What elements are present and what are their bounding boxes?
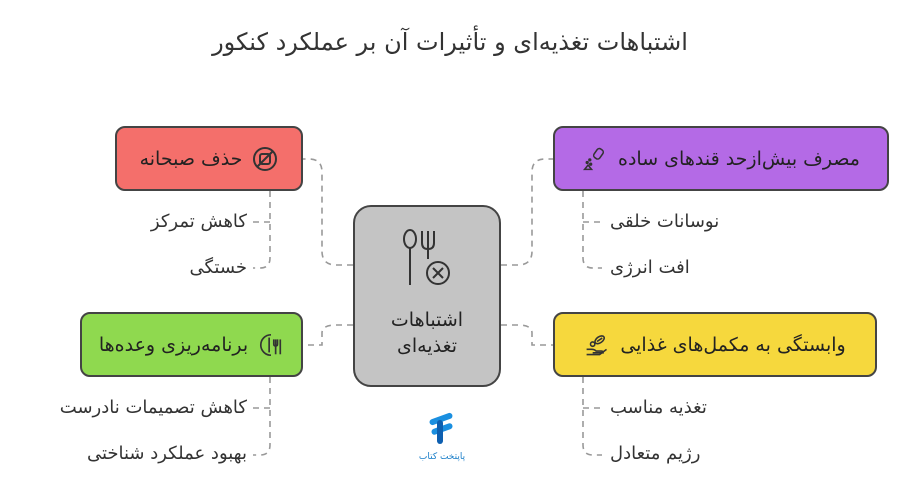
effect-planning-1: کاهش تصمیمات نادرست (59, 397, 247, 418)
fork-spoon-x-icon (398, 227, 456, 293)
node-label: حذف صبحانه (139, 147, 243, 170)
effect-sugar-1: نوسانات خلقی (610, 211, 720, 232)
connector-sugar-effects (582, 191, 602, 269)
no-food-icon (252, 146, 278, 172)
node-meal-planning: برنامه‌ریزی وعده‌ها (80, 312, 303, 377)
connector-planning-effects (253, 377, 271, 456)
node-label: مصرف بیش‌ازحد قندهای ساده (618, 147, 860, 170)
effect-breakfast-2: خستگی (189, 257, 247, 278)
connector-planning (303, 324, 353, 346)
connector-supplements-effects (582, 377, 602, 456)
node-skip-breakfast: حذف صبحانه (115, 126, 303, 191)
connector-breakfast-effects (253, 191, 271, 269)
sugar-shaker-icon (582, 146, 608, 172)
effect-planning-2: بهبود عملکرد شناختی (86, 443, 247, 464)
effect-supplements-2: رژیم متعادل (610, 443, 701, 464)
logo-text: پاپتخت کتاب (418, 452, 466, 462)
connector-sugar (501, 158, 553, 266)
brand-logo-icon (425, 410, 459, 450)
supplement-hand-icon (584, 332, 610, 358)
connector-breakfast (303, 158, 353, 266)
center-node: اشتباهات تغذیه‌ای (353, 205, 501, 387)
effect-breakfast-1: کاهش تمرکز (150, 211, 247, 232)
node-label: وابستگی به مکمل‌های غذایی (620, 333, 846, 356)
connector-supplements (501, 324, 553, 346)
brand-logo: پاپتخت کتاب (412, 410, 472, 470)
meal-plan-icon (258, 332, 284, 358)
diagram-title: اشتباهات تغذیه‌ای و تأثیرات آن بر عملکرد… (212, 28, 688, 56)
node-supplement-dependence: وابستگی به مکمل‌های غذایی (553, 312, 877, 377)
node-label: برنامه‌ریزی وعده‌ها (98, 333, 249, 356)
effect-supplements-1: تغذیه مناسب (610, 397, 707, 418)
center-label: اشتباهات تغذیه‌ای (390, 309, 464, 357)
effect-sugar-2: افت انرژی (610, 257, 690, 278)
node-simple-sugars: مصرف بیش‌ازحد قندهای ساده (553, 126, 889, 191)
